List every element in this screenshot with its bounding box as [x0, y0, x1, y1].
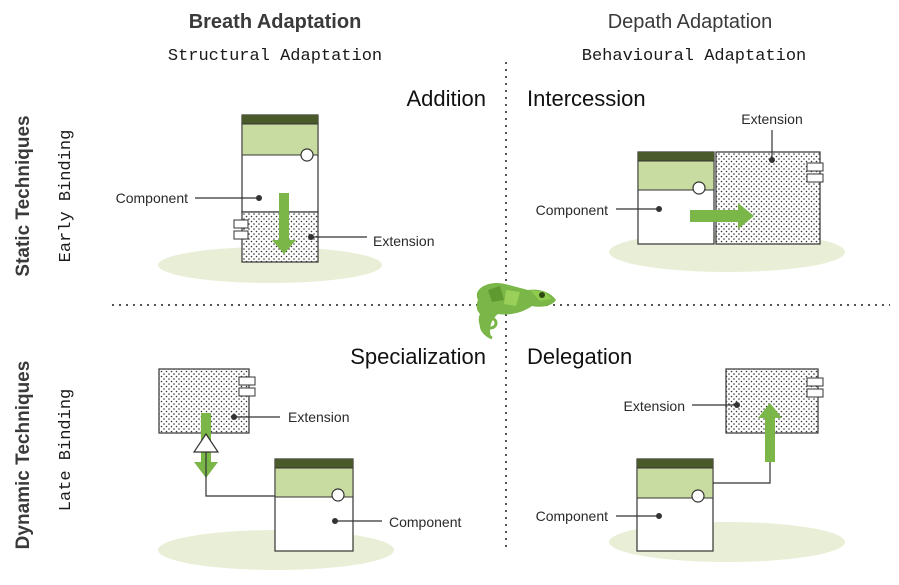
intercession-component	[637, 151, 715, 245]
delegation-component-label: Component	[536, 508, 608, 524]
addition-extension-label: Extension	[373, 233, 434, 249]
quadrant-title-addition: Addition	[406, 86, 486, 111]
delegation-link-line	[703, 462, 771, 484]
column-subtitle-breadth: Structural Adaptation	[168, 47, 382, 66]
specialization-inherit-icon	[192, 432, 220, 453]
delegation-component	[636, 458, 714, 552]
addition-component	[241, 114, 319, 213]
quadrant-title-specialization: Specialization	[350, 344, 486, 369]
specialization-component-label: Component	[389, 514, 461, 530]
intercession-extension-label: Extension	[741, 111, 802, 127]
intercession-extension-dot	[769, 157, 775, 163]
specialization-extension-label: Extension	[288, 409, 349, 425]
chameleon-icon	[476, 282, 556, 340]
addition-component-dot	[256, 195, 262, 201]
addition-component-label: Component	[116, 190, 188, 206]
column-title-depth: Depath Adaptation	[608, 11, 773, 33]
column-title-breadth: Breath Adaptation	[189, 11, 362, 33]
addition-ground	[158, 247, 382, 283]
delegation-extension-dot	[734, 402, 740, 408]
column-subtitle-depth: Behavioural Adaptation	[582, 47, 806, 66]
row-subtitle-static: Early Binding	[57, 130, 76, 263]
specialization-extension-dot	[231, 414, 237, 420]
specialization-component-dot	[332, 518, 338, 524]
quadrant-title-intercession: Intercession	[527, 86, 646, 111]
row-title-static: Static Techniques	[13, 115, 34, 276]
addition-extension-dot	[308, 234, 314, 240]
addition-extension	[233, 211, 319, 263]
intercession-component-dot	[656, 206, 662, 212]
row-subtitle-dynamic: Late Binding	[57, 389, 76, 511]
intercession-arrow-icon	[690, 203, 754, 229]
intercession-extension	[715, 151, 824, 245]
intercession-component-label: Component	[536, 202, 608, 218]
addition-arrow-icon	[272, 193, 296, 254]
delegation-arrow-icon	[758, 403, 782, 462]
quadrant-title-delegation: Delegation	[527, 344, 632, 369]
row-title-dynamic: Dynamic Techniques	[13, 361, 34, 550]
delegation-component-dot	[656, 513, 662, 519]
specialization-component	[274, 458, 354, 552]
delegation-extension-label: Extension	[624, 398, 685, 414]
